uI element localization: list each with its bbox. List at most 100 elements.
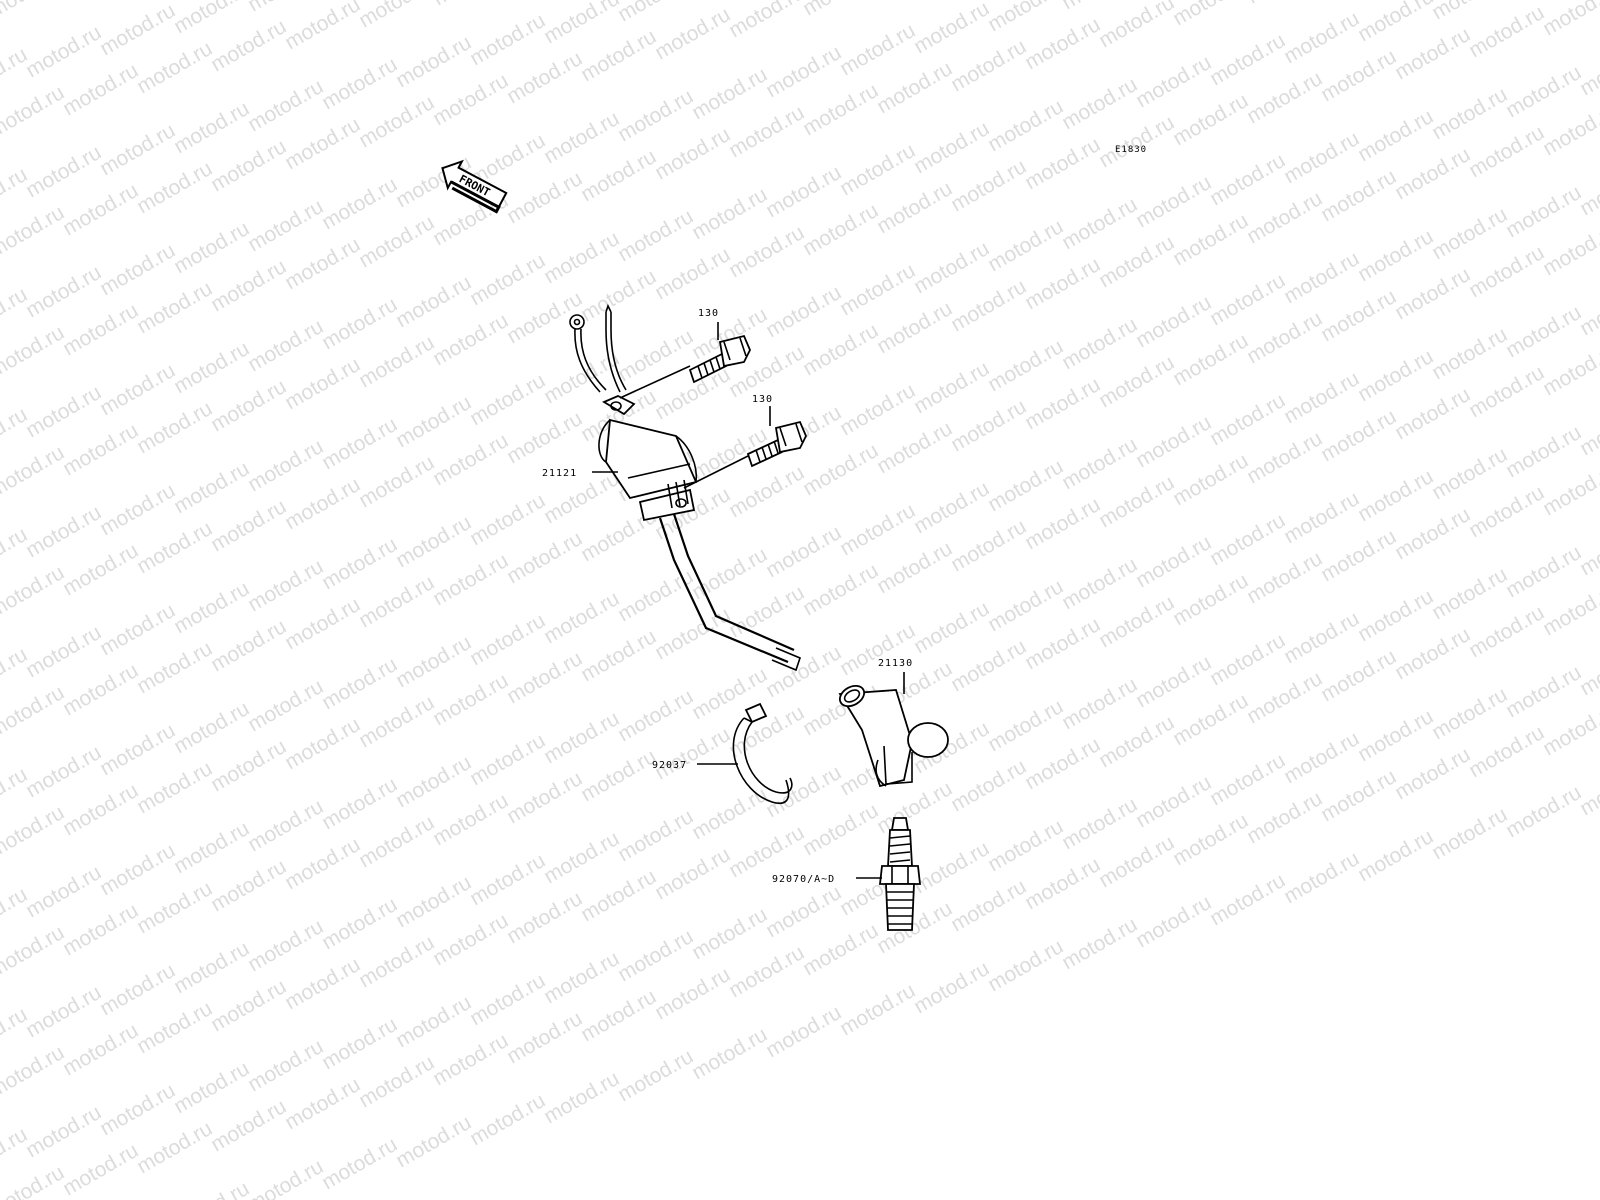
watermark-text: motod.ru [0,201,68,262]
watermark-text: motod.ru [762,41,845,102]
watermark-text: motod.ru [1502,181,1585,242]
watermark-text: motod.ru [392,511,475,572]
watermark-text: motod.ru [688,1023,771,1084]
watermark-text: motod.ru [1280,127,1363,188]
watermark-text: motod.ru [207,975,290,1036]
watermark-text: motod.ru [947,875,1030,936]
watermark-text: motod.ru [984,0,1067,36]
bolt-upper [619,334,751,399]
watermark-text: motod.ru [947,35,1030,96]
band-clamp [732,702,793,805]
watermark-text: motod.ru [1354,705,1437,766]
plug-cap [838,684,949,788]
watermark-text: motod.ru [577,145,660,206]
watermark-text: motod.ru [1021,733,1104,794]
watermark-text: motod.ru [1391,23,1474,84]
watermark-text: motod.ru [22,501,105,562]
watermark-text: motod.ru [1428,203,1511,264]
watermark-text: motod.ru [540,947,623,1008]
watermark-text: motod.ru [1465,361,1548,422]
watermark-text: motod.ru [1428,83,1511,144]
watermark-text: motod.ru [1058,913,1141,974]
watermark-text: motod.ru [0,523,31,584]
callout-spark-plug: 92070/A~D [772,874,882,885]
watermark-text: motod.ru [96,719,179,780]
watermark-text: motod.ru [799,559,882,620]
watermark-text: motod.ru [133,277,216,338]
watermark-text: motod.ru [1095,591,1178,652]
watermark-text: motod.ru [1465,1,1548,62]
watermark-text: motod.ru [1391,143,1474,204]
watermark-text: motod.ru [170,457,253,518]
watermark-text: motod.ru [1243,427,1326,488]
watermark-text: motod.ru [0,0,68,22]
watermark-text: motod.ru [984,575,1067,636]
watermark-text: motod.ru [651,723,734,784]
watermark-text: motod.ru [873,177,956,238]
watermark-text: motod.ru [984,815,1067,876]
watermark-text: motod.ru [614,85,697,146]
watermark-text: motod.ru [170,337,253,398]
watermark-text: motod.ru [1021,493,1104,554]
watermark-text: motod.ru [1206,29,1289,90]
watermark-text: motod.ru [133,877,216,938]
watermark-text: motod.ru [0,763,31,824]
watermark-text: motod.ru [1391,743,1474,804]
watermark-text: motod.ru [1021,133,1104,194]
watermark-text: motod.ru [503,407,586,468]
watermark-text: motod.ru [318,1013,401,1074]
watermark-text: motod.ru [1502,661,1585,722]
watermark-text: motod.ru [318,413,401,474]
watermark-text: motod.ru [244,795,327,856]
watermark-text: motod.ru [96,479,179,540]
watermark-text: motod.ru [984,935,1067,996]
spark-plug [878,817,922,931]
watermark-text: motod.ru [133,637,216,698]
watermark-text: motod.ru [318,653,401,714]
watermark-text: motod.ru [0,883,31,944]
watermark-text: motod.ru [1354,825,1437,886]
watermark-text: motod.ru [133,997,216,1058]
watermark-text: motod.ru [503,767,586,828]
watermark-text: motod.ru [429,429,512,490]
watermark-text: motod.ru [762,281,845,342]
watermark-text: motod.ru [1539,579,1600,640]
watermark-text: motod.ru [0,921,68,982]
watermark-text: motod.ru [1021,373,1104,434]
watermark-text: motod.ru [651,963,734,1024]
watermark-text: motod.ru [244,555,327,616]
watermark-text: motod.ru [1021,613,1104,674]
watermark-text: motod.ru [429,549,512,610]
watermark-text: motod.ru [0,681,68,742]
watermark-text: motod.ru [207,855,290,916]
watermark-text: motod.ru [59,539,142,600]
watermark-text: motod.ru [207,15,290,76]
watermark-text: motod.ru [1132,171,1215,232]
watermark-text: motod.ru [1280,367,1363,428]
watermark-text: motod.ru [281,0,364,54]
watermark-text: motod.ru [1243,787,1326,848]
watermark-text: motod.ru [1391,623,1474,684]
watermark-text: motod.ru [466,609,549,670]
watermark-text: motod.ru [651,123,734,184]
watermark-text: motod.ru [910,837,993,898]
watermark-text: motod.ru [1317,645,1400,706]
watermark-text: motod.ru [133,757,216,818]
watermark-text: motod.ru [1428,563,1511,624]
watermark-text: motod.ru [1465,241,1548,302]
watermark-text: motod.ru [22,1101,105,1162]
watermark-text: motod.ru [466,849,549,910]
watermark-text: motod.ru [207,135,290,196]
watermark-text: motod.ru [207,495,290,556]
watermark-text: motod.ru [1317,45,1400,106]
watermark-text: motod.ru [59,59,142,120]
watermark-text: motod.ru [873,417,956,478]
watermark-text: motod.ru [0,1003,31,1064]
watermark-text: motod.ru [1502,301,1585,362]
watermark-text: motod.ru [244,195,327,256]
watermark-text: motod.ru [281,593,364,654]
watermark-text: motod.ru [1354,0,1437,46]
watermark-text: motod.ru [1576,159,1600,220]
watermark-text: motod.ru [466,9,549,70]
watermark-text: motod.ru [318,1133,401,1194]
